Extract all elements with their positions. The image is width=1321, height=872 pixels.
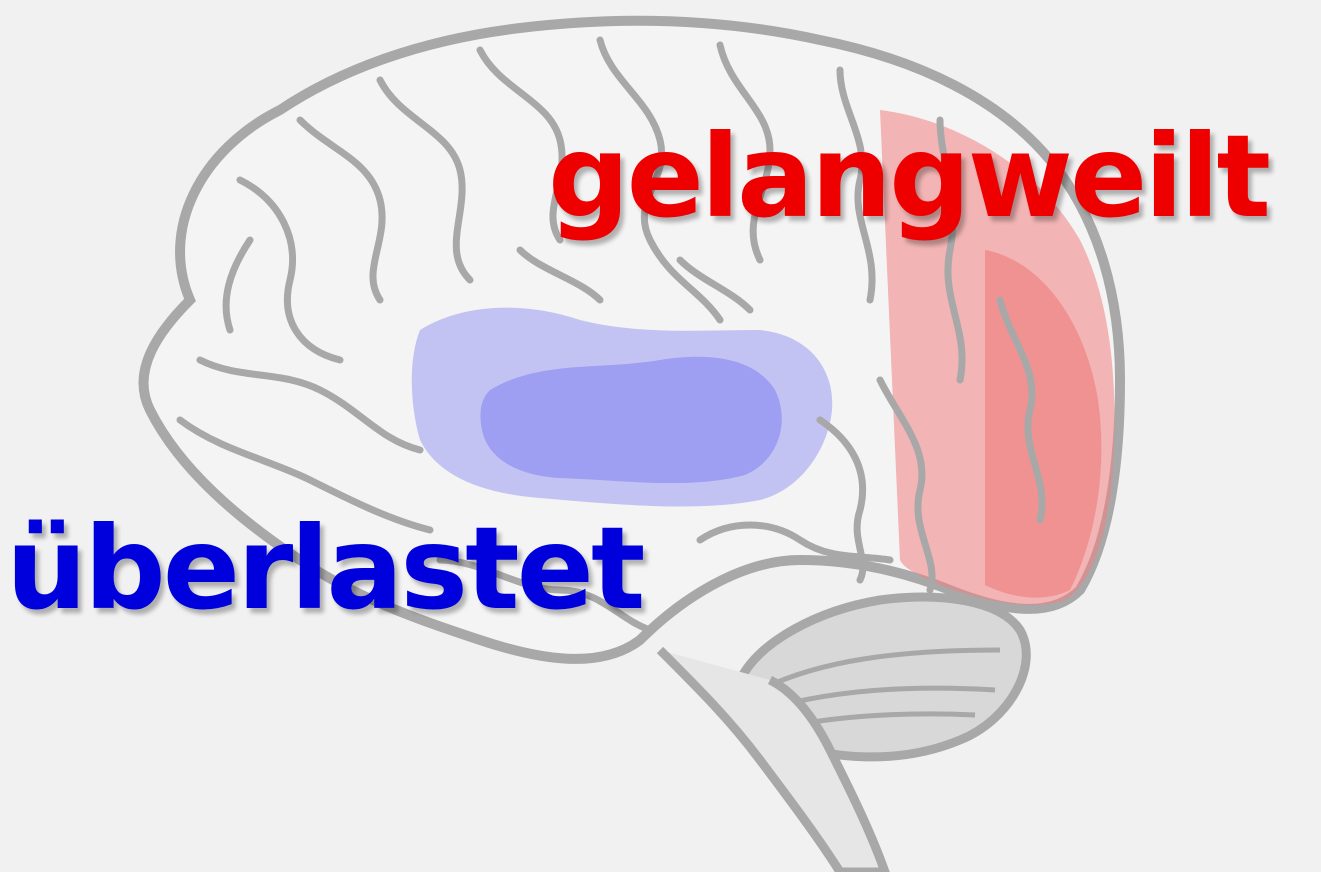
label-bored: gelangweilt: [548, 120, 1268, 234]
label-overloaded: überlastet: [6, 512, 642, 626]
temporal-highlight-inner: [480, 357, 781, 483]
